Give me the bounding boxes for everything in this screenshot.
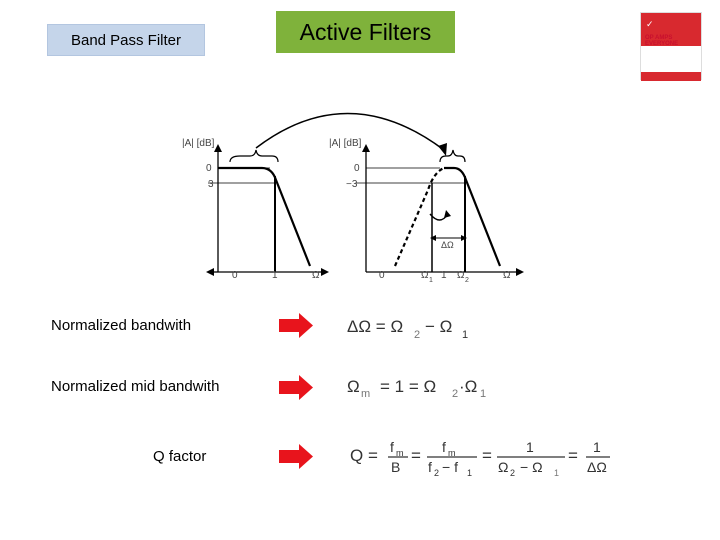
svg-text:ΔΩ: ΔΩ [587, 459, 607, 475]
svg-text:− Ω: − Ω [425, 317, 452, 336]
left-y-tick-0: 0 [206, 163, 212, 174]
svg-text:− Ω: − Ω [520, 459, 543, 475]
svg-text:= 1 = Ω: = 1 = Ω [380, 377, 436, 396]
right-x-tick-1: 1 [441, 270, 447, 281]
svg-text:Ω: Ω [498, 459, 508, 475]
svg-text:f: f [428, 459, 432, 475]
right-y-tick-0: 0 [354, 163, 360, 174]
svg-text:2: 2 [510, 468, 515, 478]
left-x-tick-1: 1 [272, 270, 278, 281]
svg-text:2: 2 [452, 388, 458, 400]
row-label-bandwidth: Normalized bandwith [51, 317, 191, 334]
arrow-icon-3 [279, 444, 313, 469]
right-x-tick-omega1-sub: 1 [429, 277, 433, 284]
svg-text:=: = [482, 446, 492, 465]
svg-text:1: 1 [467, 468, 472, 478]
svg-text:1: 1 [593, 439, 601, 455]
formula-bandwidth: ΔΩ = Ω 2 − Ω 1 [347, 317, 468, 341]
svg-text:Q =: Q = [350, 446, 378, 465]
delta-omega-label: ΔΩ [441, 240, 454, 250]
right-x-tick-omega: Ω [503, 270, 511, 281]
arrow-icon-2 [279, 375, 313, 400]
formula-mid-bandwidth: Ω m = 1 = Ω 2 ·Ω 1 [347, 377, 486, 400]
right-x-tick-omega1: Ω [421, 270, 429, 281]
svg-text:·Ω: ·Ω [459, 377, 477, 396]
left-axis-label: |A| [dB] [182, 138, 215, 149]
svg-text:1: 1 [554, 468, 559, 478]
right-axis-label: |A| [dB] [329, 138, 362, 149]
arrow-icon-1 [279, 313, 313, 338]
svg-text:1: 1 [480, 388, 486, 400]
left-x-tick-2: Ω [312, 270, 320, 281]
svg-text:f: f [442, 439, 446, 455]
right-x-tick-omega2: Ω [457, 270, 465, 281]
svg-text:ΔΩ = Ω: ΔΩ = Ω [347, 317, 403, 336]
row-label-q-factor: Q factor [153, 448, 206, 465]
formula-q-factor: Q = f m B = f m f 2 − f 1 = 1 Ω 2 − Ω 1 … [350, 439, 610, 478]
svg-text:=: = [568, 446, 578, 465]
svg-text:− f: − f [442, 459, 458, 475]
svg-text:1: 1 [462, 329, 468, 341]
svg-text:1: 1 [526, 439, 534, 455]
svg-text:2: 2 [434, 468, 439, 478]
svg-text:Ω: Ω [347, 377, 360, 396]
svg-text:f: f [390, 439, 394, 455]
row-label-mid-bandwidth: Normalized mid bandwith [51, 378, 219, 395]
right-y-tick-1: −3 [346, 179, 358, 190]
right-plot: ΔΩ |A| [dB] 0 −3 0 Ω 1 1 Ω 2 Ω [329, 138, 524, 284]
svg-text:2: 2 [414, 329, 420, 341]
left-y-tick-1: 3 [208, 179, 214, 190]
left-plot: |A| [dB] 0 3 0 1 Ω [182, 138, 329, 281]
svg-text:m: m [361, 388, 370, 400]
right-x-tick-0: 0 [379, 270, 385, 281]
right-x-tick-omega2-sub: 2 [465, 277, 469, 284]
svg-text:B: B [391, 459, 400, 475]
svg-text:=: = [411, 446, 421, 465]
left-x-tick-0: 0 [232, 270, 238, 281]
